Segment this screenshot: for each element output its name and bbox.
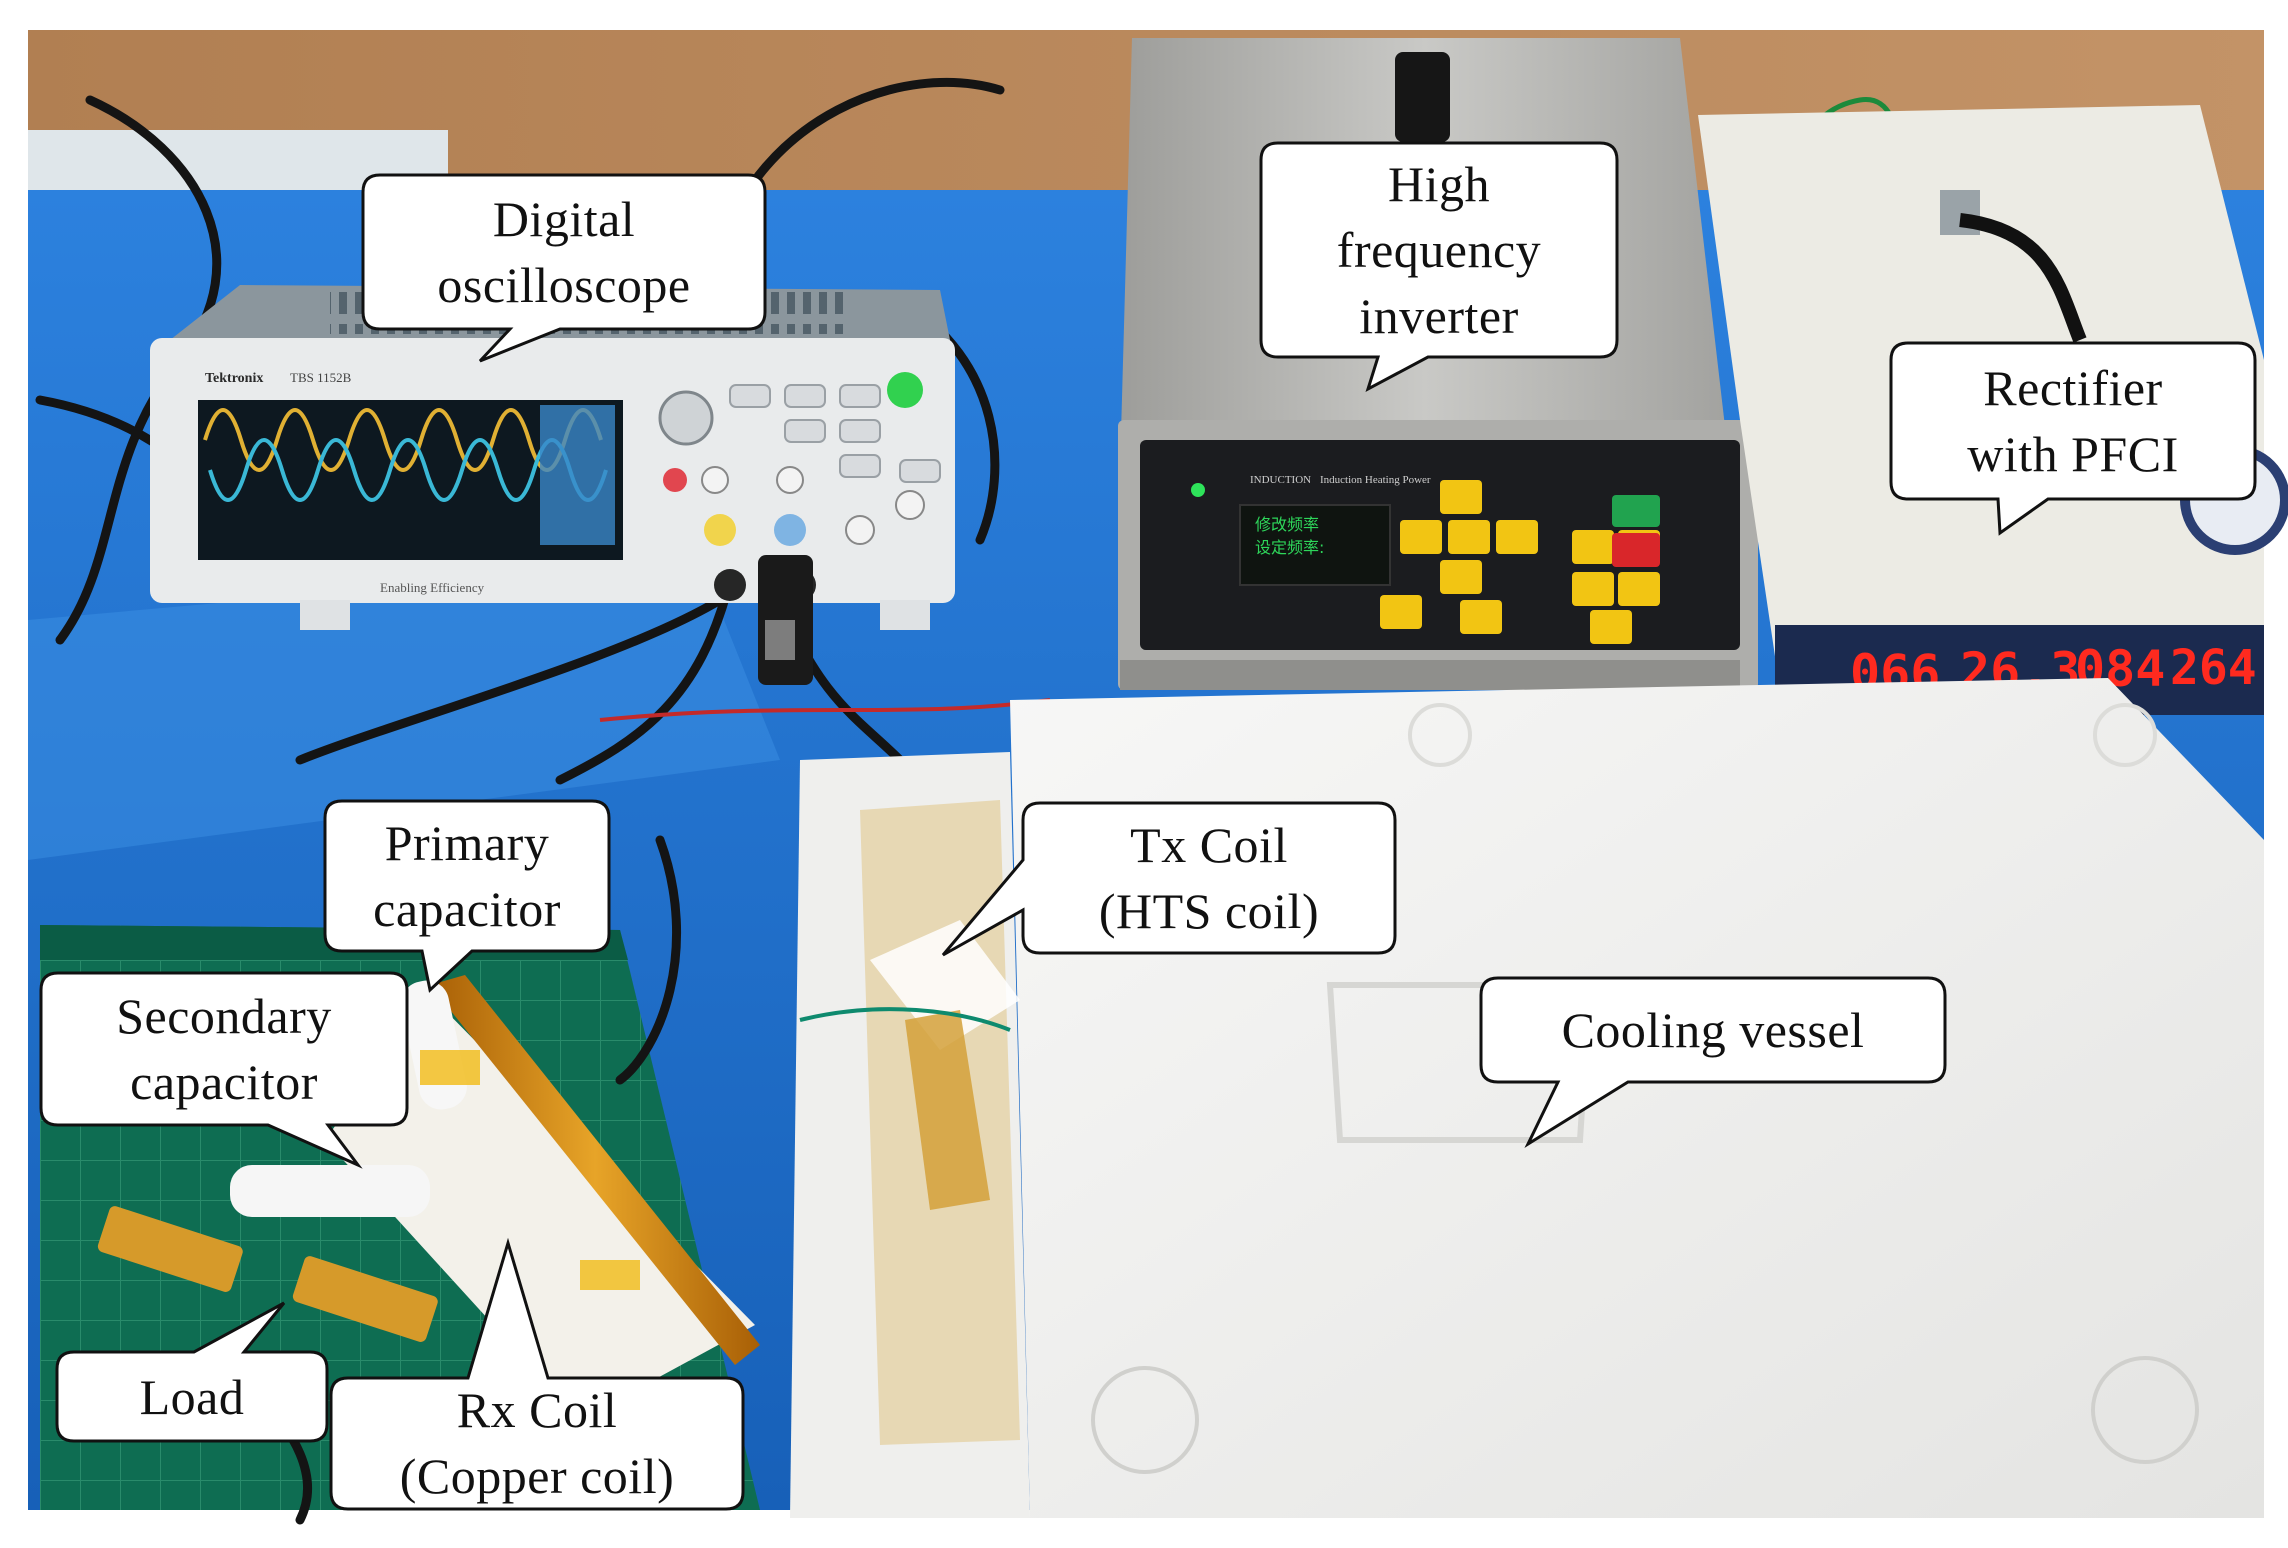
callout-line: Cooling vessel — [1561, 1002, 1865, 1058]
speech-bubble — [1479, 976, 1947, 1148]
callout-line: Load — [139, 1369, 245, 1425]
callout-cooling-vessel: Cooling vessel — [1478, 975, 1948, 1148]
callout-line: Rectifier — [1983, 360, 2163, 416]
callout-line: with PFCI — [1967, 426, 2179, 482]
callout-high-frequency-inverter: High frequency inverter — [1258, 140, 1620, 393]
oscilloscope-brand: Tektronix — [205, 371, 263, 386]
callout-primary-capacitor: Primary capacitor — [322, 798, 612, 993]
load-resistors — [97, 1206, 438, 1342]
inverter-brand: INDUCTION — [1250, 474, 1311, 486]
speech-bubble — [941, 801, 1397, 957]
callout-rectifier: Rectifier with PFCI — [1888, 340, 2258, 536]
oscilloscope-slogan: Enabling Efficiency — [380, 580, 485, 595]
speech-bubble — [361, 173, 767, 363]
callout-secondary-capacitor: Secondary capacitor — [38, 970, 410, 1169]
callout-line: inverter — [1359, 288, 1519, 344]
callout-line: capacitor — [130, 1054, 318, 1110]
callout-line: Secondary — [116, 988, 332, 1044]
callout-load: Load — [54, 1300, 330, 1444]
callout-line: High — [1388, 156, 1490, 212]
speech-bubble — [329, 1237, 745, 1511]
callout-line: Rx Coil — [456, 1382, 618, 1438]
callout-line: oscilloscope — [437, 257, 691, 313]
oscilloscope-model: TBS 1152B — [290, 370, 352, 385]
callout-digital-oscilloscope: Digital oscilloscope — [360, 172, 768, 364]
speech-bubble — [1259, 141, 1619, 393]
inverter-product: Induction Heating Power — [1320, 474, 1431, 486]
speech-bubble — [1889, 341, 2257, 536]
callout-line: capacitor — [373, 881, 561, 937]
callout-line: Digital — [492, 191, 636, 247]
speech-bubble — [39, 971, 409, 1169]
readout-4: 264 — [2170, 640, 2257, 696]
callout-line: (Copper coil) — [399, 1448, 675, 1504]
callout-line: Tx Coil — [1130, 817, 1288, 873]
callout-tx-coil: Tx Coil (HTS coil) — [940, 800, 1398, 958]
speech-bubble — [55, 1301, 329, 1443]
oscilloscope-waveforms — [203, 408, 608, 502]
speech-bubble — [323, 799, 611, 993]
callout-line: (HTS coil) — [1098, 883, 1320, 939]
rx-coil-assembly — [230, 975, 760, 1420]
callout-line: frequency — [1336, 222, 1542, 278]
callout-rx-coil: Rx Coil (Copper coil) — [328, 1237, 746, 1512]
callout-line: Primary — [384, 815, 550, 871]
svg-text:设定频率:: 设定频率: — [1255, 538, 1324, 557]
svg-text:修改频率: 修改频率 — [1255, 515, 1319, 534]
